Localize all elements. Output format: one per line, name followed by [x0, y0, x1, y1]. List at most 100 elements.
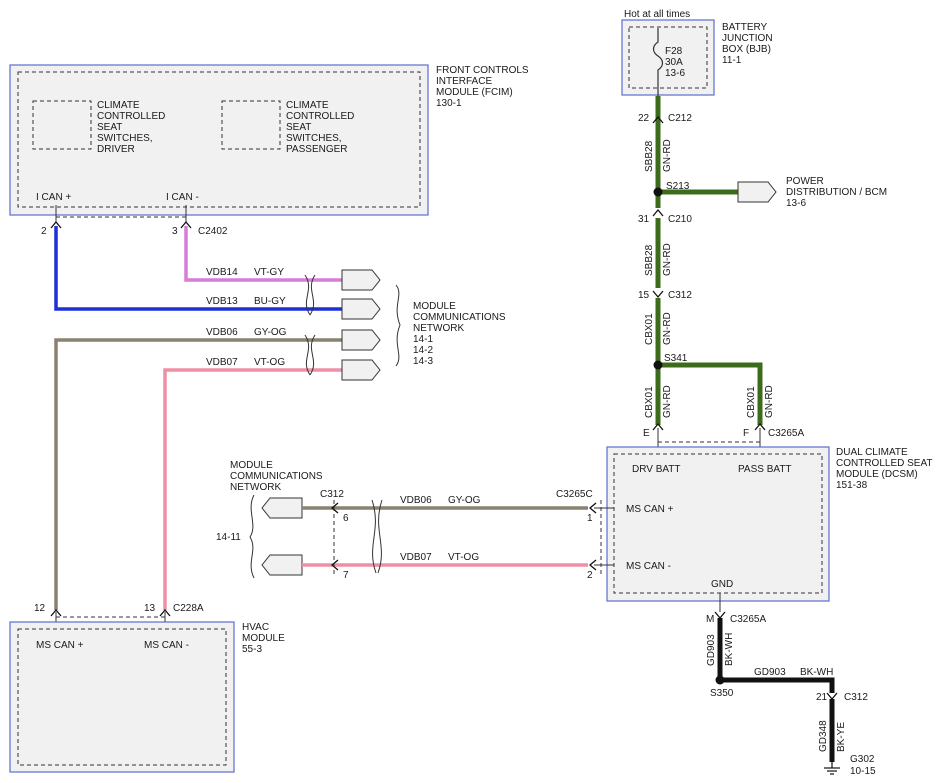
circuit-vdb06-b-color: GY-OG: [448, 495, 481, 506]
hvac-name-1: HVAC: [242, 622, 269, 633]
wire-vdb14: [184, 226, 342, 282]
pin-31: 31: [638, 214, 650, 225]
dcsm-name-4: 151-38: [836, 480, 868, 491]
power-dist-2: DISTRIBUTION / BCM: [786, 187, 887, 198]
dcsm-name-1: DUAL CLIMATE: [836, 447, 908, 458]
circuit-vdb07-b-color: VT-OG: [448, 552, 479, 563]
dcsm-pin-can-plus: MS CAN +: [626, 504, 674, 515]
mcn-left-3: NETWORK: [230, 482, 281, 493]
pin-21: 21: [816, 692, 828, 703]
circuit-vdb07-color: VT-OG: [254, 357, 285, 368]
mcn-right-5: 14-2: [413, 345, 433, 356]
bjb-name-3: BOX (BJB): [722, 44, 771, 55]
circuit-vdb13-name: VDB13: [206, 296, 238, 307]
net-arrow-vdb07: [341, 359, 381, 381]
fuse-f28-3: 13-6: [665, 68, 685, 79]
circuit-vdb06-name: VDB06: [206, 327, 238, 338]
fcim-module: [9, 64, 429, 216]
fcim-pin-3: 3: [172, 226, 178, 237]
connector-c312-top: C312: [668, 290, 692, 301]
net-arrow-left-vdb06: [261, 497, 303, 519]
hvac-pin-13: 13: [144, 603, 156, 614]
bjb-hot: Hot at all times: [624, 9, 690, 20]
mcn-left-1: MODULE: [230, 460, 273, 471]
circuit-vdb06-color: GY-OG: [254, 327, 287, 338]
dcsm-pin-pass-batt: PASS BATT: [738, 464, 792, 475]
dcsm-pin-gnd: GND: [711, 579, 733, 590]
wire-vdb13: [54, 226, 342, 311]
splice-s213-label: S213: [666, 181, 690, 192]
fcim-pin-can-plus: I CAN +: [36, 192, 71, 203]
switch-driver-1: CLIMATE: [97, 100, 140, 111]
circuit-cbx01-a-color: GN-RD: [662, 312, 673, 345]
net-arrow-vdb14: [341, 269, 381, 291]
dcsm-pin-drv-batt: DRV BATT: [632, 464, 681, 475]
circuit-cbx01-a-name: CBX01: [644, 313, 655, 345]
wire-gd903-b: [720, 677, 835, 693]
dcsm-name-3: MODULE (DCSM): [836, 469, 918, 480]
mcn-right-2: COMMUNICATIONS: [413, 312, 506, 323]
ground-ref: 10-15: [850, 766, 876, 777]
fcim-pin-2: 2: [41, 226, 47, 237]
circuit-cbx01-b-name: CBX01: [644, 386, 655, 418]
circuit-vdb14-color: VT-GY: [254, 267, 284, 278]
hvac-module: [9, 621, 235, 773]
mcn-right-1: MODULE: [413, 301, 456, 312]
net-arrow-vdb13: [341, 298, 381, 320]
mcn-left-ref: 14-11: [216, 532, 241, 543]
bjb-module: [621, 19, 715, 96]
power-dist-3: 13-6: [786, 198, 806, 209]
circuit-gd903-a-color: BK-WH: [724, 633, 735, 666]
pin-6: 6: [343, 513, 349, 524]
circuit-sbb28-a-color: GN-RD: [662, 139, 673, 172]
splice-s213: [653, 187, 663, 197]
switch-pass-2: CONTROLLED: [286, 111, 354, 122]
pin-22: 22: [638, 113, 650, 124]
wire-cbx01-c: [658, 362, 763, 425]
pin-7: 7: [343, 570, 349, 581]
connector-c3265a-top: C3265A: [768, 428, 804, 439]
fuse-f28-icon: [652, 28, 664, 96]
connector-c3265c: C3265C: [556, 489, 593, 500]
circuit-vdb07-b-name: VDB07: [400, 552, 432, 563]
bjb-name-4: 11-1: [722, 55, 742, 66]
power-dist-1: POWER: [786, 176, 824, 187]
connector-c3265a-bottom: C3265A: [730, 614, 766, 625]
net-arrow-left-vdb07: [261, 554, 303, 576]
circuit-gd903-a-name: GD903: [706, 634, 717, 666]
dcsm-name-2: CONTROLLED SEAT: [836, 458, 933, 469]
fcim-name-1: FRONT CONTROLS: [436, 65, 529, 76]
hvac-name-3: 55-3: [242, 644, 262, 655]
switch-driver-4: SWITCHES,: [97, 133, 153, 144]
fuse-f28-1: F28: [665, 46, 683, 57]
circuit-vdb14-name: VDB14: [206, 267, 238, 278]
switch-pass-5: PASSENGER: [286, 144, 348, 155]
connector-c212: C212: [668, 113, 692, 124]
circuit-gd903-b-name: GD903: [754, 667, 786, 678]
bjb-name-1: BATTERY: [722, 22, 768, 33]
fuse-f28-2: 30A: [665, 57, 683, 68]
circuit-vdb07-name: VDB07: [206, 357, 238, 368]
switch-driver-2: CONTROLLED: [97, 111, 165, 122]
splice-s350: [715, 675, 725, 685]
splice-s341-label: S341: [664, 353, 688, 364]
circuit-cbx01-b-color: GN-RD: [662, 385, 673, 418]
circuit-cbx01-c-name: CBX01: [746, 386, 757, 418]
dcsm-module: [606, 446, 830, 602]
circuit-cbx01-c-color: GN-RD: [764, 385, 775, 418]
mcn-right-4: 14-1: [413, 334, 433, 345]
bjb-name-2: JUNCTION: [722, 33, 773, 44]
connector-c2402: C2402: [198, 226, 228, 237]
power-dist-arrow: [737, 181, 777, 203]
wire-vdb06: [54, 338, 342, 610]
hvac-pin-12: 12: [34, 603, 46, 614]
circuit-vdb13-color: BU-GY: [254, 296, 286, 307]
pin-m: M: [706, 614, 714, 625]
circuit-sbb28-a-name: SBB28: [644, 140, 655, 172]
pin-f: F: [743, 428, 749, 439]
connector-c312-mid: C312: [320, 489, 344, 500]
dcsm-pin-can-minus: MS CAN -: [626, 561, 671, 572]
ground-icon: [824, 762, 840, 775]
pin-15: 15: [638, 290, 650, 301]
